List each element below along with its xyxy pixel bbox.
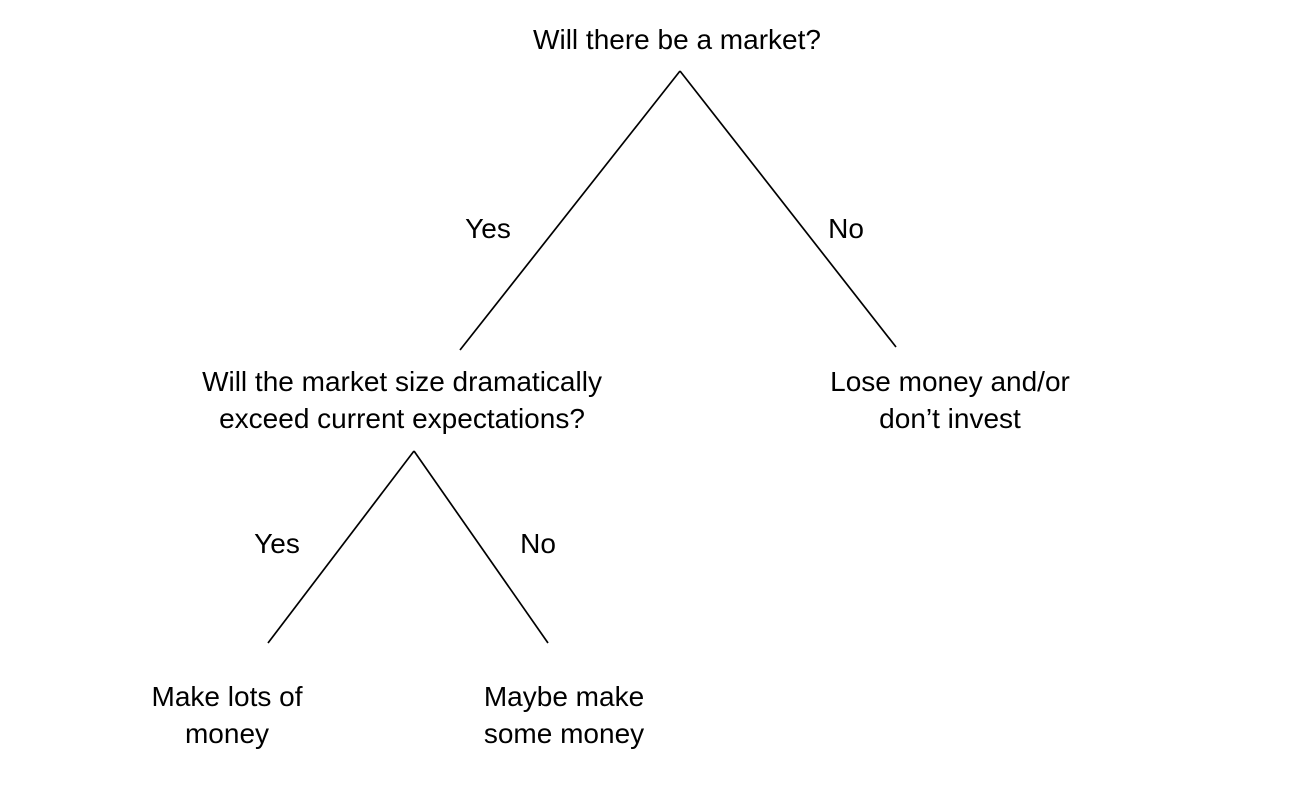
outcome-maybe-make-line1: Maybe make [483, 681, 645, 712]
root-question-text: Will there be a market? [533, 24, 821, 55]
branch-label-level1-yes: Yes [465, 213, 511, 244]
market-size-question-line1: Will the market size dramatically [202, 366, 602, 397]
outcome-lose-money-line2: don’t invest [879, 403, 1021, 434]
edge-size-to-no [413, 450, 549, 644]
branch-label-level2-no: No [520, 528, 556, 559]
edge-root-to-no [679, 70, 897, 348]
edge-size-to-yes [267, 450, 415, 644]
edge-root-to-yes [459, 70, 681, 351]
branch-label-level2-yes: Yes [254, 528, 300, 559]
outcome-make-lots-line2: money [184, 718, 270, 749]
outcome-maybe-make-line2: some money [483, 718, 645, 749]
outcome-lose-money-line1: Lose money and/or [830, 366, 1070, 397]
market-size-question: Will the market size dramatically exceed… [202, 363, 602, 437]
outcome-maybe-make-some-money: Maybe make some money [484, 678, 644, 752]
outcome-lose-money: Lose money and/or don’t invest [830, 363, 1070, 437]
outcome-make-lots-of-money: Make lots of money [152, 678, 303, 752]
branch-label-level1-no: No [828, 213, 864, 244]
market-size-question-line2: exceed current expectations? [219, 403, 585, 434]
outcome-make-lots-line1: Make lots of [151, 681, 303, 712]
root-question: Will there be a market? [533, 21, 821, 58]
